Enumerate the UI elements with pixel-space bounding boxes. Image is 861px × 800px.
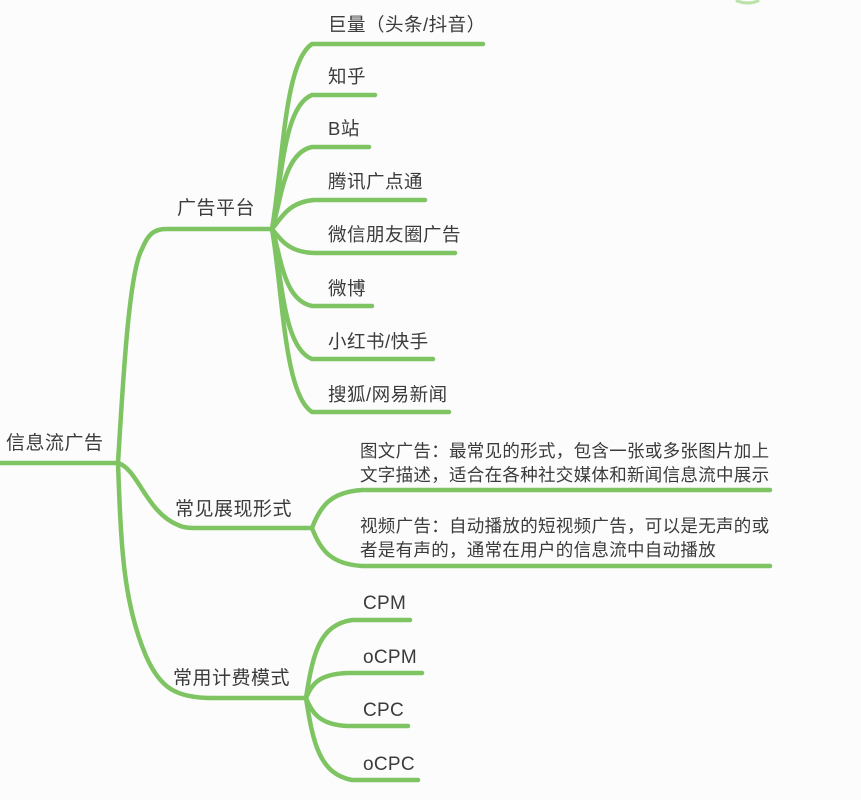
node-root[interactable]: 信息流广告 — [6, 433, 104, 454]
connector-root-to-display-formats — [115, 460, 315, 531]
top-edge-artifact — [735, 0, 760, 5]
leaf-cpm[interactable]: CPM — [363, 593, 407, 614]
connector-format-video — [309, 525, 773, 569]
leaf-ocpm[interactable]: oCPM — [363, 647, 417, 668]
connector-billing-ocpc — [303, 695, 421, 783]
connector-platform-bilibili — [269, 144, 372, 232]
connector-billing-cpm — [303, 617, 413, 701]
leaf-cpc[interactable]: CPC — [363, 700, 405, 721]
leaf-ocpc[interactable]: oCPC — [363, 754, 415, 775]
connector-billing-ocpm — [303, 670, 425, 701]
leaf-zhihu[interactable]: 知乎 — [328, 66, 367, 87]
connector-format-image-text — [309, 487, 773, 531]
connector-platform-sohu — [269, 226, 452, 415]
leaf-wechat-moments-ads[interactable]: 微信朋友圈广告 — [328, 224, 462, 245]
leaf-image-text-ad-desc[interactable]: 图文广告：最常见的形式，包含一张或多张图片加上文字描述，适合在各种社交媒体和新闻… — [360, 441, 770, 485]
leaf-xiaohongshu-kuaishou[interactable]: 小红书/快手 — [328, 331, 429, 352]
connector-root-to-billing-models — [115, 460, 309, 701]
branch-display-formats[interactable]: 常见展现形式 — [175, 499, 293, 520]
leaf-juliang[interactable]: 巨量（头条/抖音） — [328, 14, 486, 35]
connector-platform-guangdiantong — [269, 197, 428, 232]
branch-ad-platforms[interactable]: 广告平台 — [177, 198, 256, 219]
connector-root-to-ad-platforms — [115, 226, 275, 466]
leaf-video-ad-desc[interactable]: 视频广告：自动播放的短视频广告，可以是无声的或者是有声的，通常在用户的信息流中自… — [360, 516, 770, 560]
branch-billing-models[interactable]: 常用计费模式 — [173, 668, 291, 689]
leaf-tencent-guangdiantong[interactable]: 腾讯广点通 — [328, 171, 424, 192]
leaf-weibo[interactable]: 微博 — [328, 278, 367, 299]
leaf-sohu-netease-news[interactable]: 搜狐/网易新闻 — [328, 384, 448, 405]
leaf-bilibili[interactable]: B站 — [328, 118, 360, 139]
